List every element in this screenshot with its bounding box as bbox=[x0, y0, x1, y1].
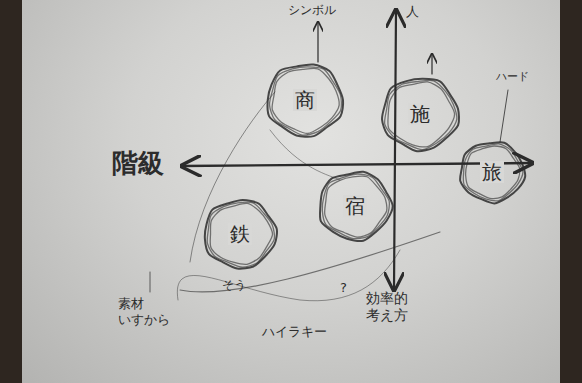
handwritten-note: ? bbox=[340, 280, 347, 296]
circle-stroke bbox=[272, 68, 339, 133]
handwritten-note: 素材 いすから bbox=[118, 296, 188, 327]
handwritten-note: そう bbox=[222, 278, 246, 292]
node-label: 鉄 bbox=[228, 223, 252, 245]
circle-stroke bbox=[270, 67, 342, 135]
node-label: 旅 bbox=[480, 161, 504, 183]
circle-stroke bbox=[322, 174, 389, 239]
circle-stroke bbox=[205, 200, 277, 269]
sweep-curve bbox=[190, 92, 275, 262]
handwritten-note: 人 bbox=[406, 4, 419, 20]
circle-stroke bbox=[325, 176, 387, 237]
circle-stroke bbox=[385, 80, 457, 149]
circle-stroke bbox=[320, 172, 393, 241]
circle-stroke bbox=[268, 64, 344, 136]
circle-stroke bbox=[466, 146, 520, 198]
circle-stroke bbox=[210, 203, 272, 264]
sketch-circle: 宿 bbox=[319, 170, 391, 242]
leader-line bbox=[150, 272, 151, 292]
up-arrow bbox=[500, 90, 508, 142]
circle-stroke bbox=[460, 142, 525, 203]
sketch-circle: 鉄 bbox=[204, 198, 276, 270]
handwritten-note: 効率的 考え方 bbox=[366, 290, 418, 324]
sweep-curve bbox=[180, 232, 440, 292]
handwritten-note: シンボル bbox=[288, 3, 336, 17]
handwritten-note: 階級 bbox=[112, 148, 164, 179]
node-label: 商 bbox=[293, 89, 317, 111]
sketch-circle: 商 bbox=[267, 62, 343, 138]
handwritten-note: ハード bbox=[496, 70, 529, 83]
up-arrow bbox=[317, 22, 318, 62]
circle-stroke bbox=[207, 202, 274, 267]
circle-stroke bbox=[388, 82, 455, 147]
handwritten-note: ハイラキー bbox=[262, 324, 327, 340]
sketch-circle: 施 bbox=[382, 76, 458, 152]
up-arrow bbox=[431, 54, 432, 74]
sketch-circle: 旅 bbox=[460, 140, 524, 204]
node-label: 宿 bbox=[343, 195, 367, 217]
node-label: 施 bbox=[408, 103, 432, 125]
circle-stroke bbox=[463, 144, 523, 201]
circle-stroke bbox=[382, 79, 459, 151]
